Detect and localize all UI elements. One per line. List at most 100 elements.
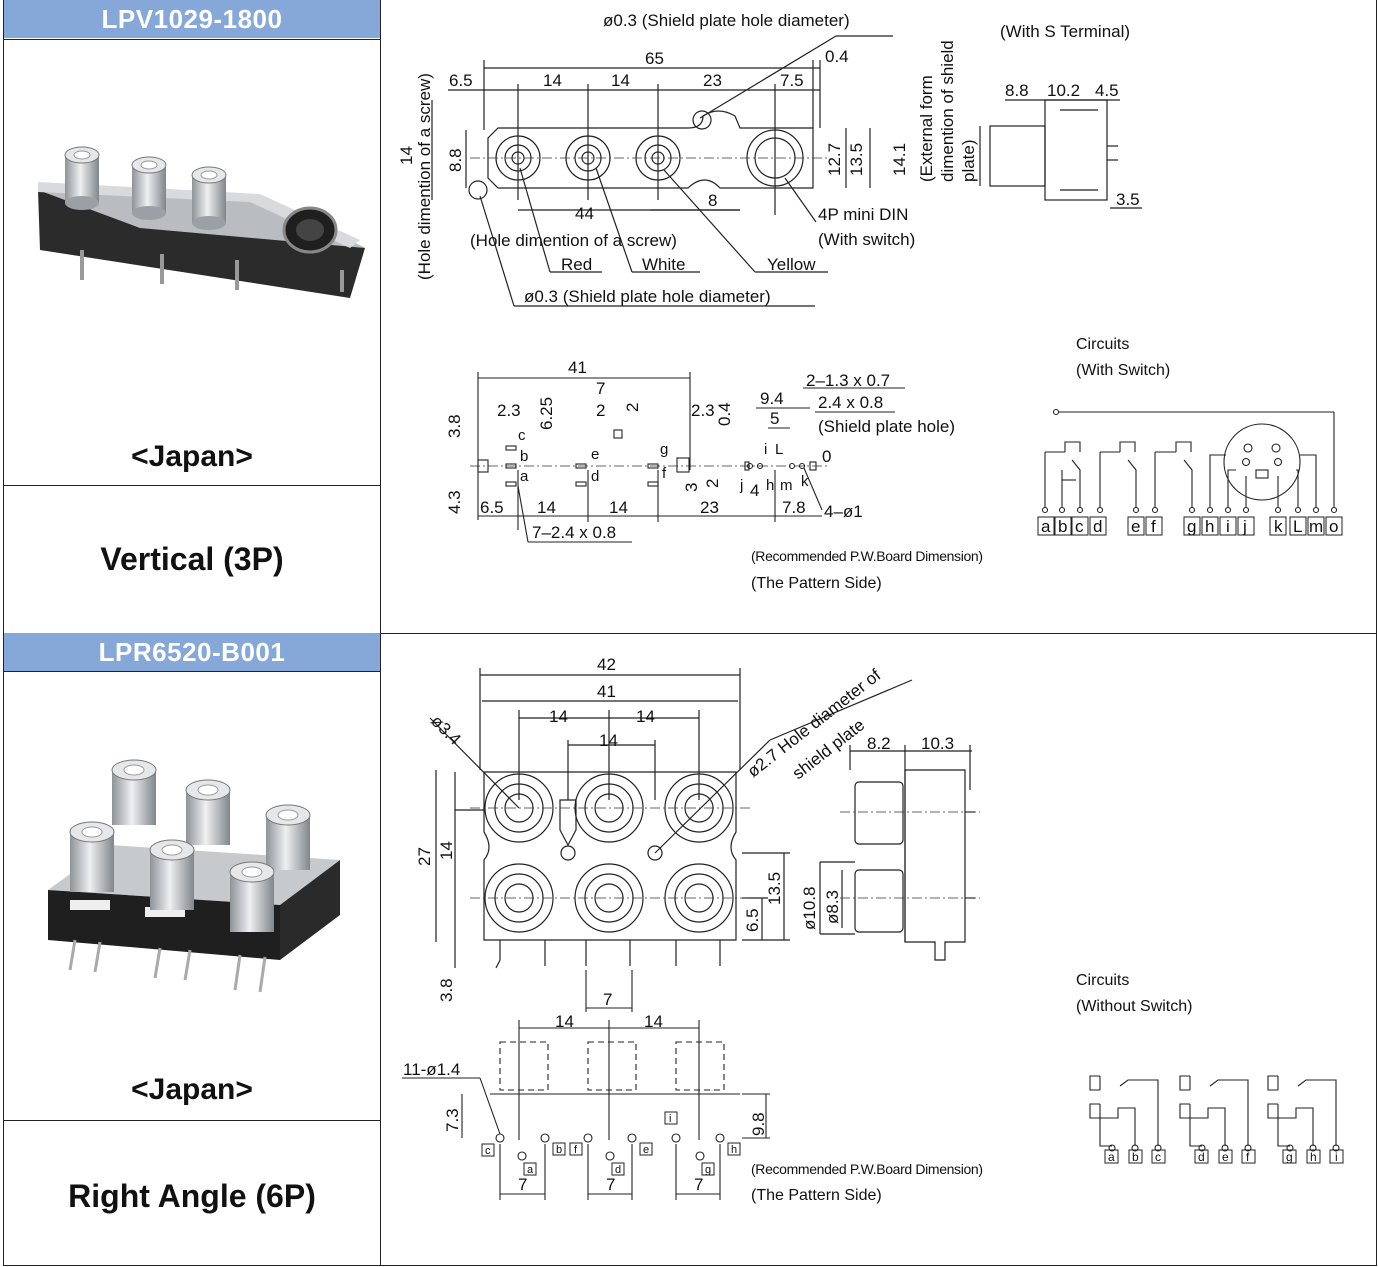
circuit1-pin-a: a — [1041, 517, 1051, 536]
pwb-pin-e: e — [591, 446, 599, 463]
region-label-1: <Japan> — [131, 440, 253, 473]
dim-6-5-r: 6.5 — [743, 908, 762, 932]
circuit1-pin-b: b — [1058, 517, 1067, 536]
pwb-shield-holes: 2–1.3 x 0.7 — [806, 371, 890, 390]
pwb2-14-a: 14 — [555, 1012, 574, 1031]
pwb-pin-i: i — [764, 441, 767, 458]
pwb2-pin-d: d — [615, 1164, 621, 1176]
pwb2-holes: 11-ø1.4 — [403, 1060, 460, 1079]
pwb-4-holes: 4–ø1 — [824, 502, 863, 521]
model-header-lpv1029: LPV1029-1800 — [4, 0, 380, 38]
circuit2-pin-b: b — [1132, 1150, 1139, 1164]
dim-42: 42 — [597, 655, 616, 674]
pwb-2-c: 2 — [703, 479, 722, 488]
circuit1-pin-e: e — [1131, 517, 1140, 536]
pwb-2-b: 2 — [623, 403, 642, 412]
dim-27: 27 — [415, 847, 434, 866]
pwb-3: 3 — [682, 483, 701, 492]
pwb-pin-g: g — [660, 441, 668, 458]
dim-65: 65 — [645, 49, 664, 68]
dim-10-2: 10.2 — [1047, 81, 1080, 100]
pwb2-7-b: 7 — [606, 1175, 615, 1194]
dim-14-side: 14 — [437, 841, 456, 860]
dim-14-mid: 14 — [599, 731, 618, 750]
circuit1-pin-m: m — [1309, 517, 1323, 536]
pwb-23: 23 — [700, 498, 719, 517]
label-4p-mini-din: 4P mini DIN — [818, 205, 908, 224]
dim-13-5-r: 13.5 — [765, 872, 784, 905]
circuit1-pin-g: g — [1187, 517, 1196, 536]
circuit2-pin-e: e — [1222, 1150, 1229, 1164]
pwb-7-pads: 7–2.4 x 0.8 — [532, 523, 616, 542]
dim-8-8-s: 8.8 — [1005, 81, 1029, 100]
circuit2-pin-h: h — [1310, 1150, 1317, 1164]
pwb-2-3-right: 2.3 — [691, 401, 715, 420]
product-photo-lpr6520 — [48, 759, 340, 993]
label-with-switch: (With switch) — [818, 230, 915, 249]
pwb-7-8: 7.8 — [782, 498, 806, 517]
dim-12-7: 12.7 — [825, 143, 844, 176]
circuit2-pin-a: a — [1108, 1150, 1115, 1164]
dim-3-8-r: 3.8 — [437, 978, 456, 1002]
pwb2-pin-f: f — [574, 1144, 578, 1156]
pwb-pin-d: d — [591, 468, 599, 485]
mount-type-2: Right Angle (6P) — [68, 1178, 316, 1214]
circuit1-pin-o: o — [1329, 517, 1338, 536]
dim-phi-10-8: ø10.8 — [800, 887, 819, 930]
dim-phi-8-3: ø8.3 — [823, 890, 842, 924]
circuit-title-2: Circuits — [1076, 972, 1129, 989]
pwb-3-8: 3.8 — [445, 414, 464, 438]
pwb2-9-8: 9.8 — [749, 1112, 768, 1136]
label-with-s-terminal: (With S Terminal) — [1000, 22, 1130, 41]
circuit1-pin-i: i — [1226, 517, 1230, 536]
pwb-7: 7 — [596, 379, 605, 398]
pwb-pin-b: b — [520, 448, 528, 465]
pwb-4: 4 — [750, 481, 759, 500]
pwb-note-2: (The Pattern Side) — [751, 575, 882, 592]
pwb2-note-2: (The Pattern Side) — [751, 1187, 882, 1204]
drawing-lpr6520: 42 41 14 14 14 ø3.4 ø2.7 Hole diameter o… — [402, 655, 1344, 1204]
pwb-6-25: 6.25 — [537, 397, 556, 430]
row-rule-2 — [4, 1120, 380, 1121]
pwb-pin-f: f — [662, 465, 667, 482]
pwb-5: 5 — [770, 409, 779, 428]
product-photo-lpv1029 — [38, 146, 365, 298]
pwb-14-a: 14 — [537, 498, 556, 517]
pwb2-pin-g: g — [705, 1164, 711, 1176]
pwb-41: 41 — [568, 358, 587, 377]
dim-3-5: 3.5 — [1116, 190, 1140, 209]
pwb2-pin-b: b — [556, 1144, 562, 1156]
label-yellow: Yellow — [767, 255, 816, 274]
dim-41: 41 — [597, 682, 616, 701]
circuit1-pin-c: c — [1075, 517, 1084, 536]
pwb-6-5: 6.5 — [480, 498, 504, 517]
dim-8: 8 — [708, 191, 717, 210]
section-divider — [4, 633, 1377, 634]
pwb-pin-L: L — [775, 441, 783, 458]
pwb-2-4x0-8: 2.4 x 0.8 — [818, 393, 883, 412]
pwb-shield-plate-hole: (Shield plate hole) — [818, 417, 955, 436]
dim-14-screw: 14 — [397, 146, 416, 165]
dim-6-5: 6.5 — [449, 71, 473, 90]
pwb-0-4: 0.4 — [715, 402, 734, 426]
header-rule-2 — [4, 671, 380, 672]
circuit-subtitle-2: (Without Switch) — [1076, 998, 1192, 1015]
circuit-subtitle-1: (With Switch) — [1076, 362, 1170, 379]
dim-4-5: 4.5 — [1095, 81, 1119, 100]
dim-7-5: 7.5 — [780, 71, 804, 90]
dim-14-a: 14 — [543, 71, 562, 90]
pwb2-pin-i: i — [669, 1113, 671, 1125]
dim-8-2: 8.2 — [867, 734, 891, 753]
pwb-0: 0 — [822, 447, 831, 466]
label-external-form-1: (External form — [917, 75, 936, 182]
pwb-pin-k: k — [801, 473, 809, 490]
dim-shield-hole-top: ø0.3 (Shield plate hole diameter) — [603, 11, 850, 30]
circuit1-pin-f: f — [1151, 517, 1156, 536]
circuit-title-1: Circuits — [1076, 336, 1129, 353]
pwb-pin-m: m — [780, 477, 793, 494]
dim-23: 23 — [703, 71, 722, 90]
dim-phi-3-4: ø3.4 — [427, 711, 464, 748]
pwb-14-b: 14 — [609, 498, 628, 517]
pwb-note-1: (Recommended P.W.Board Dimension) — [751, 548, 983, 564]
dim-shield-hole-bottom: ø0.3 (Shield plate hole diameter) — [524, 287, 771, 306]
